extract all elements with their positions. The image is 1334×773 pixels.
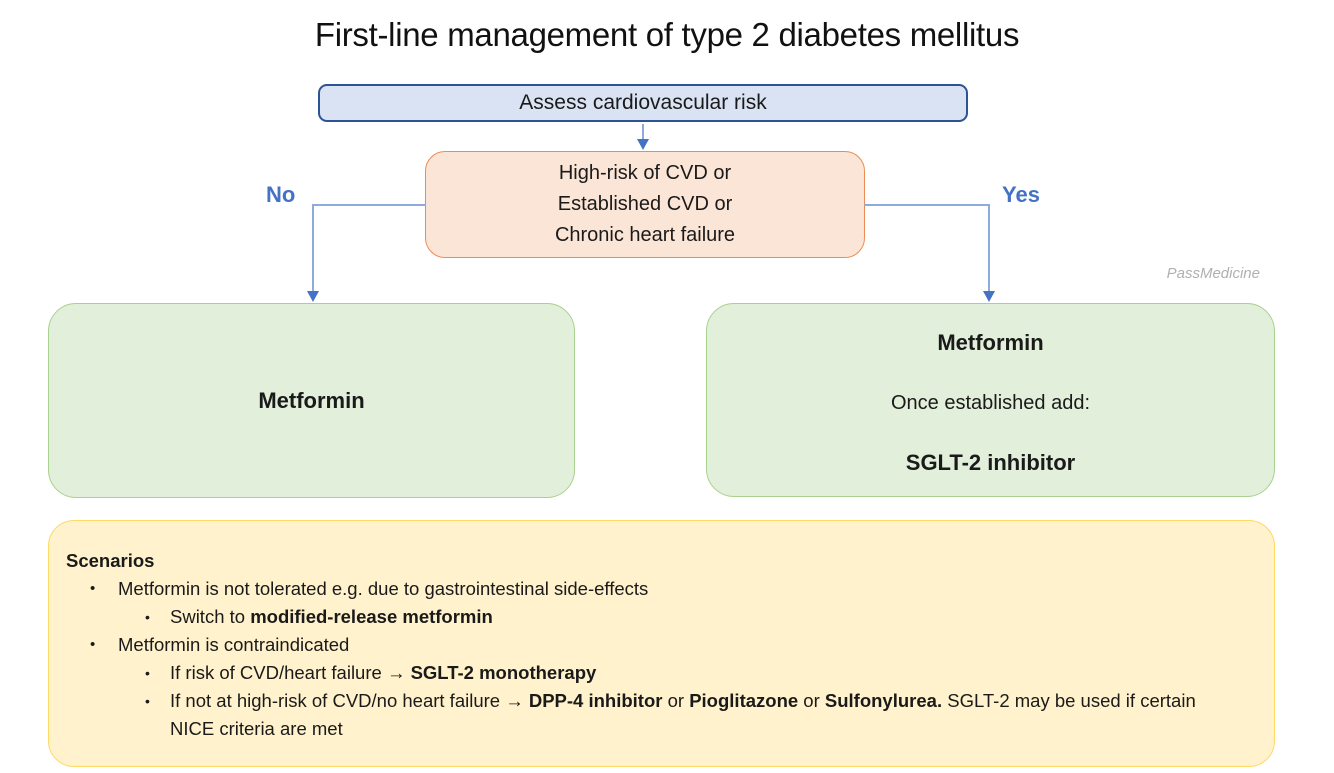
text-segment: → SGLT-2 monotherapy	[386, 662, 597, 683]
page-title: First-line management of type 2 diabetes…	[314, 16, 1020, 53]
bullet-icon: •	[145, 665, 150, 681]
text-segment: Metformin is not tolerated e.g. due to g…	[118, 578, 649, 599]
list-item: • Switch to modified-release metformin	[66, 603, 1240, 631]
list-item-text: Metformin is contraindicated	[118, 631, 349, 659]
text-segment: modified-release metformin	[250, 606, 493, 627]
text-segment: SGLT-2 may be used if certain NICE crite…	[170, 690, 1196, 739]
arrowhead-yes-icon	[983, 291, 995, 302]
branch-label-no: No	[266, 182, 296, 207]
connector-no-horizontal	[312, 204, 426, 206]
text-segment: Pioglitazone	[689, 690, 799, 711]
text-segment: Switch to	[170, 606, 251, 627]
bullet-icon: •	[145, 693, 150, 709]
outcome-low-risk-node: Metformin	[48, 303, 575, 498]
connector-no-vertical	[312, 204, 314, 291]
connector-assess-to-risk	[642, 124, 644, 140]
outcome-low-risk-label: Metformin	[258, 387, 365, 413]
bullet-icon: •	[145, 609, 150, 625]
assess-cv-risk-label: Assess cardiovascular risk	[519, 91, 767, 114]
list-item-text: If risk of CVD/heart failure → SGLT-2 mo…	[170, 659, 596, 687]
cv-risk-decision-node: High-risk of CVD or Established CVD or C…	[425, 151, 865, 258]
list-item: • Metformin is not tolerated e.g. due to …	[66, 575, 1240, 603]
text-segment: → DPP-4 inhibitor	[505, 690, 663, 711]
list-item: • If not at high-risk of CVD/no heart fai…	[66, 687, 1240, 743]
bullet-icon: •	[90, 580, 96, 597]
watermark: PassMedicine	[1166, 265, 1260, 282]
text-segment: Sulfonylurea.	[824, 690, 943, 711]
outcome-high-risk-drug: Metformin	[937, 330, 1044, 355]
list-item-text: If not at high-risk of CVD/no heart fail…	[170, 687, 1240, 743]
risk-line-2: Established CVD or	[557, 193, 733, 215]
bullet-icon: •	[90, 636, 96, 653]
text-segment: Metformin is contraindicated	[118, 634, 350, 655]
risk-line-3: Chronic heart failure	[554, 224, 736, 246]
list-item-text: Metformin is not tolerated e.g. due to g…	[118, 575, 648, 603]
connector-yes-horizontal	[864, 204, 990, 206]
risk-line-1: High-risk of CVD or	[558, 162, 732, 184]
connector-yes-vertical	[988, 204, 990, 291]
outcome-high-risk-node: Metformin Once established add: SGLT-2 i…	[706, 303, 1275, 497]
scenarios-heading: Scenarios	[66, 550, 155, 571]
list-item: • If risk of CVD/heart failure → SGLT-2 m…	[66, 659, 1240, 687]
text-segment: If not at high-risk of CVD/no heart fail…	[170, 690, 506, 711]
list-item-text: Switch to modified-release metformin	[170, 603, 493, 631]
arrowhead-risk-icon	[637, 139, 649, 150]
outcome-high-risk-addon: SGLT-2 inhibitor	[905, 450, 1076, 475]
scenarios-list: • Metformin is not tolerated e.g. due to …	[66, 575, 1240, 743]
text-segment: or	[662, 690, 690, 711]
list-item: • Metformin is contraindicated	[66, 631, 1240, 659]
assess-cv-risk-node: Assess cardiovascular risk	[318, 84, 968, 122]
text-segment: or	[798, 690, 825, 711]
branch-label-yes: Yes	[1002, 182, 1040, 207]
text-segment: If risk of CVD/heart failure	[170, 662, 387, 683]
arrowhead-no-icon	[307, 291, 319, 302]
scenarios-note-box: Scenarios • Metformin is not tolerated e.…	[48, 520, 1275, 767]
outcome-high-risk-instruction: Once established add:	[890, 391, 1091, 414]
